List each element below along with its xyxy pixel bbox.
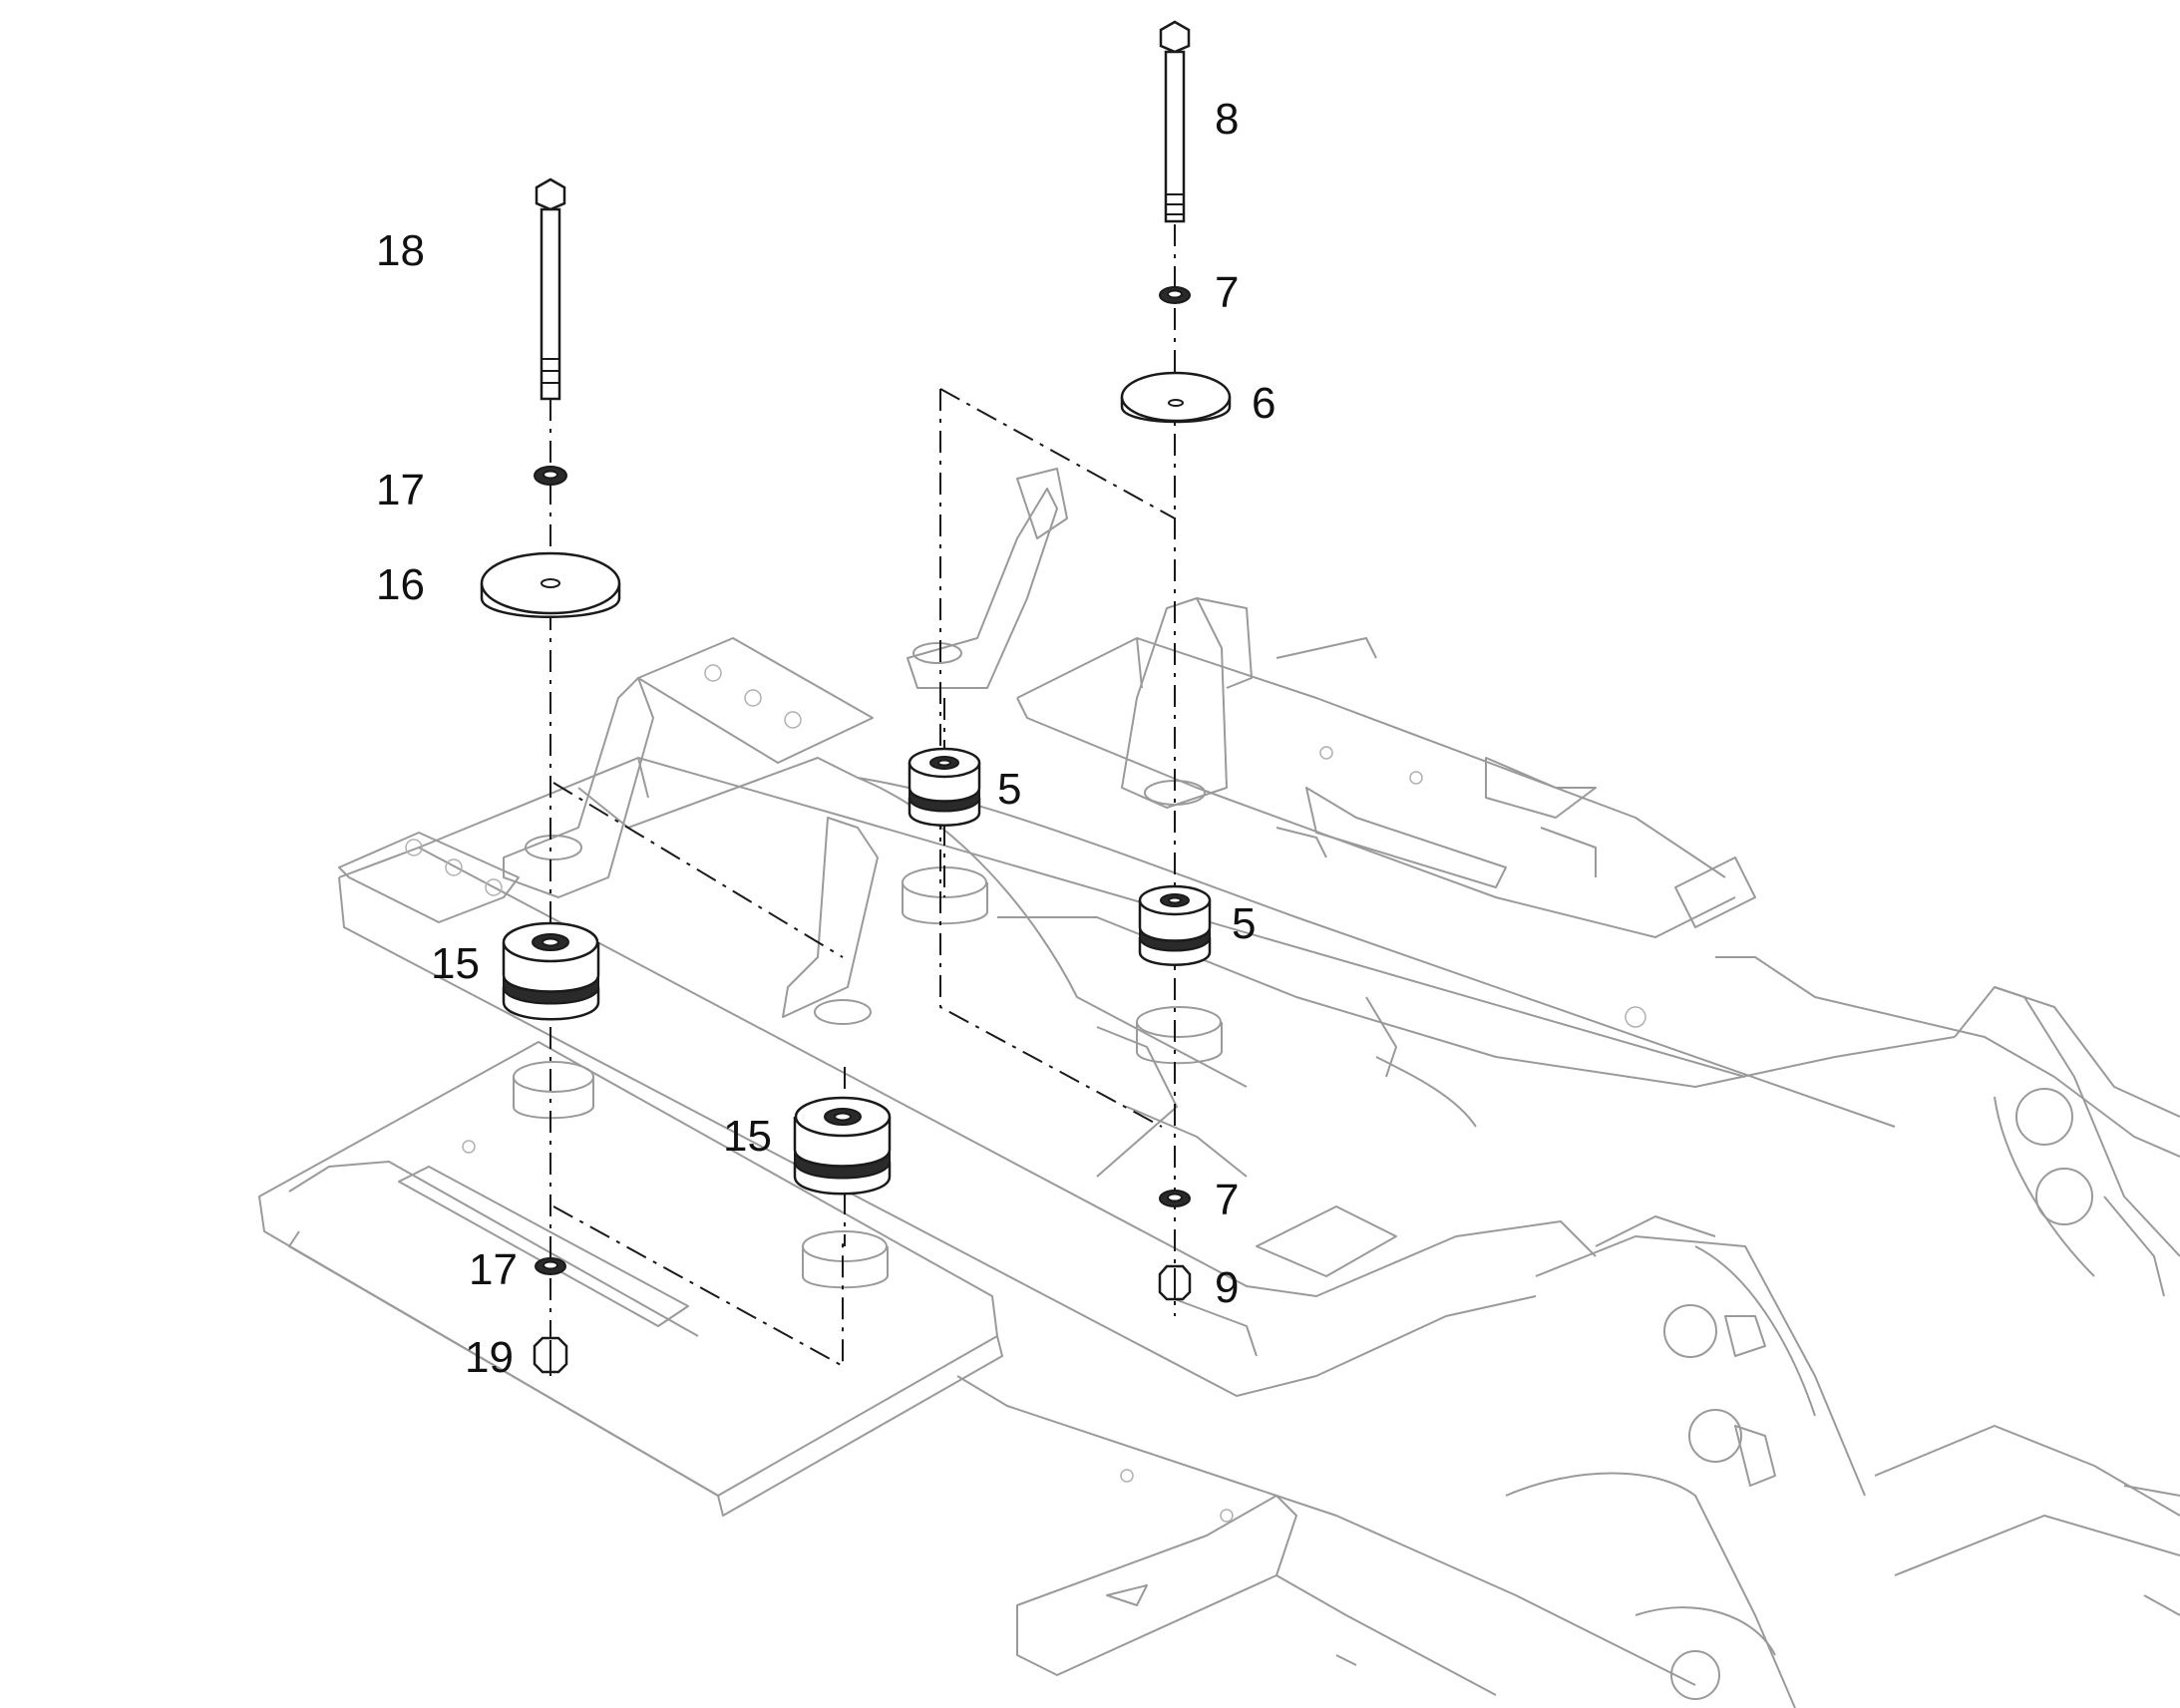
mount-bracket-right	[1121, 597, 1253, 809]
plate-washer-part-6	[1120, 371, 1232, 424]
chassis-frame	[258, 637, 2180, 1708]
callout-15-mid: 15	[723, 1112, 772, 1161]
callout-7-top: 7	[1215, 268, 1240, 317]
lock-washer-part-17-top	[534, 466, 567, 486]
mount-bracket-left	[503, 677, 654, 898]
assembly-axes	[549, 224, 1176, 1376]
callout-19: 19	[465, 1333, 514, 1382]
callout-16: 16	[376, 560, 425, 609]
bolt-part-8	[1159, 20, 1191, 223]
bolt-part-18	[535, 177, 566, 401]
mount-bracket-mid	[782, 817, 879, 1025]
callout-5-upper: 5	[997, 765, 1022, 814]
callout-7-bottom: 7	[1215, 1176, 1240, 1224]
callout-8: 8	[1215, 95, 1240, 144]
rubber-mount-part-5-lower	[1138, 884, 1212, 966]
callout-17-top: 17	[376, 466, 425, 514]
callout-15-left: 15	[431, 939, 480, 988]
rubber-mount-part-15-left	[502, 921, 600, 1021]
rubber-mount-part-15-mid	[793, 1096, 892, 1196]
callout-18: 18	[376, 226, 425, 275]
lock-washer-part-7-bottom	[1159, 1190, 1191, 1207]
rubber-mount-part-5-upper	[908, 747, 981, 827]
lock-washer-part-7-top	[1159, 286, 1191, 304]
callout-9: 9	[1215, 1263, 1240, 1312]
mount-bracket-upper	[907, 468, 1068, 689]
mount-pad-right	[1136, 1006, 1223, 1065]
nut-part-19	[533, 1336, 568, 1374]
mount-pad-left	[513, 1061, 594, 1120]
callout-6: 6	[1252, 379, 1276, 428]
nut-part-9	[1158, 1264, 1192, 1301]
plate-washer-part-16	[480, 551, 621, 618]
callout-17-bottom: 17	[469, 1245, 518, 1294]
lock-washer-part-17-bottom	[535, 1257, 566, 1275]
callout-5-lower: 5	[1232, 899, 1257, 948]
